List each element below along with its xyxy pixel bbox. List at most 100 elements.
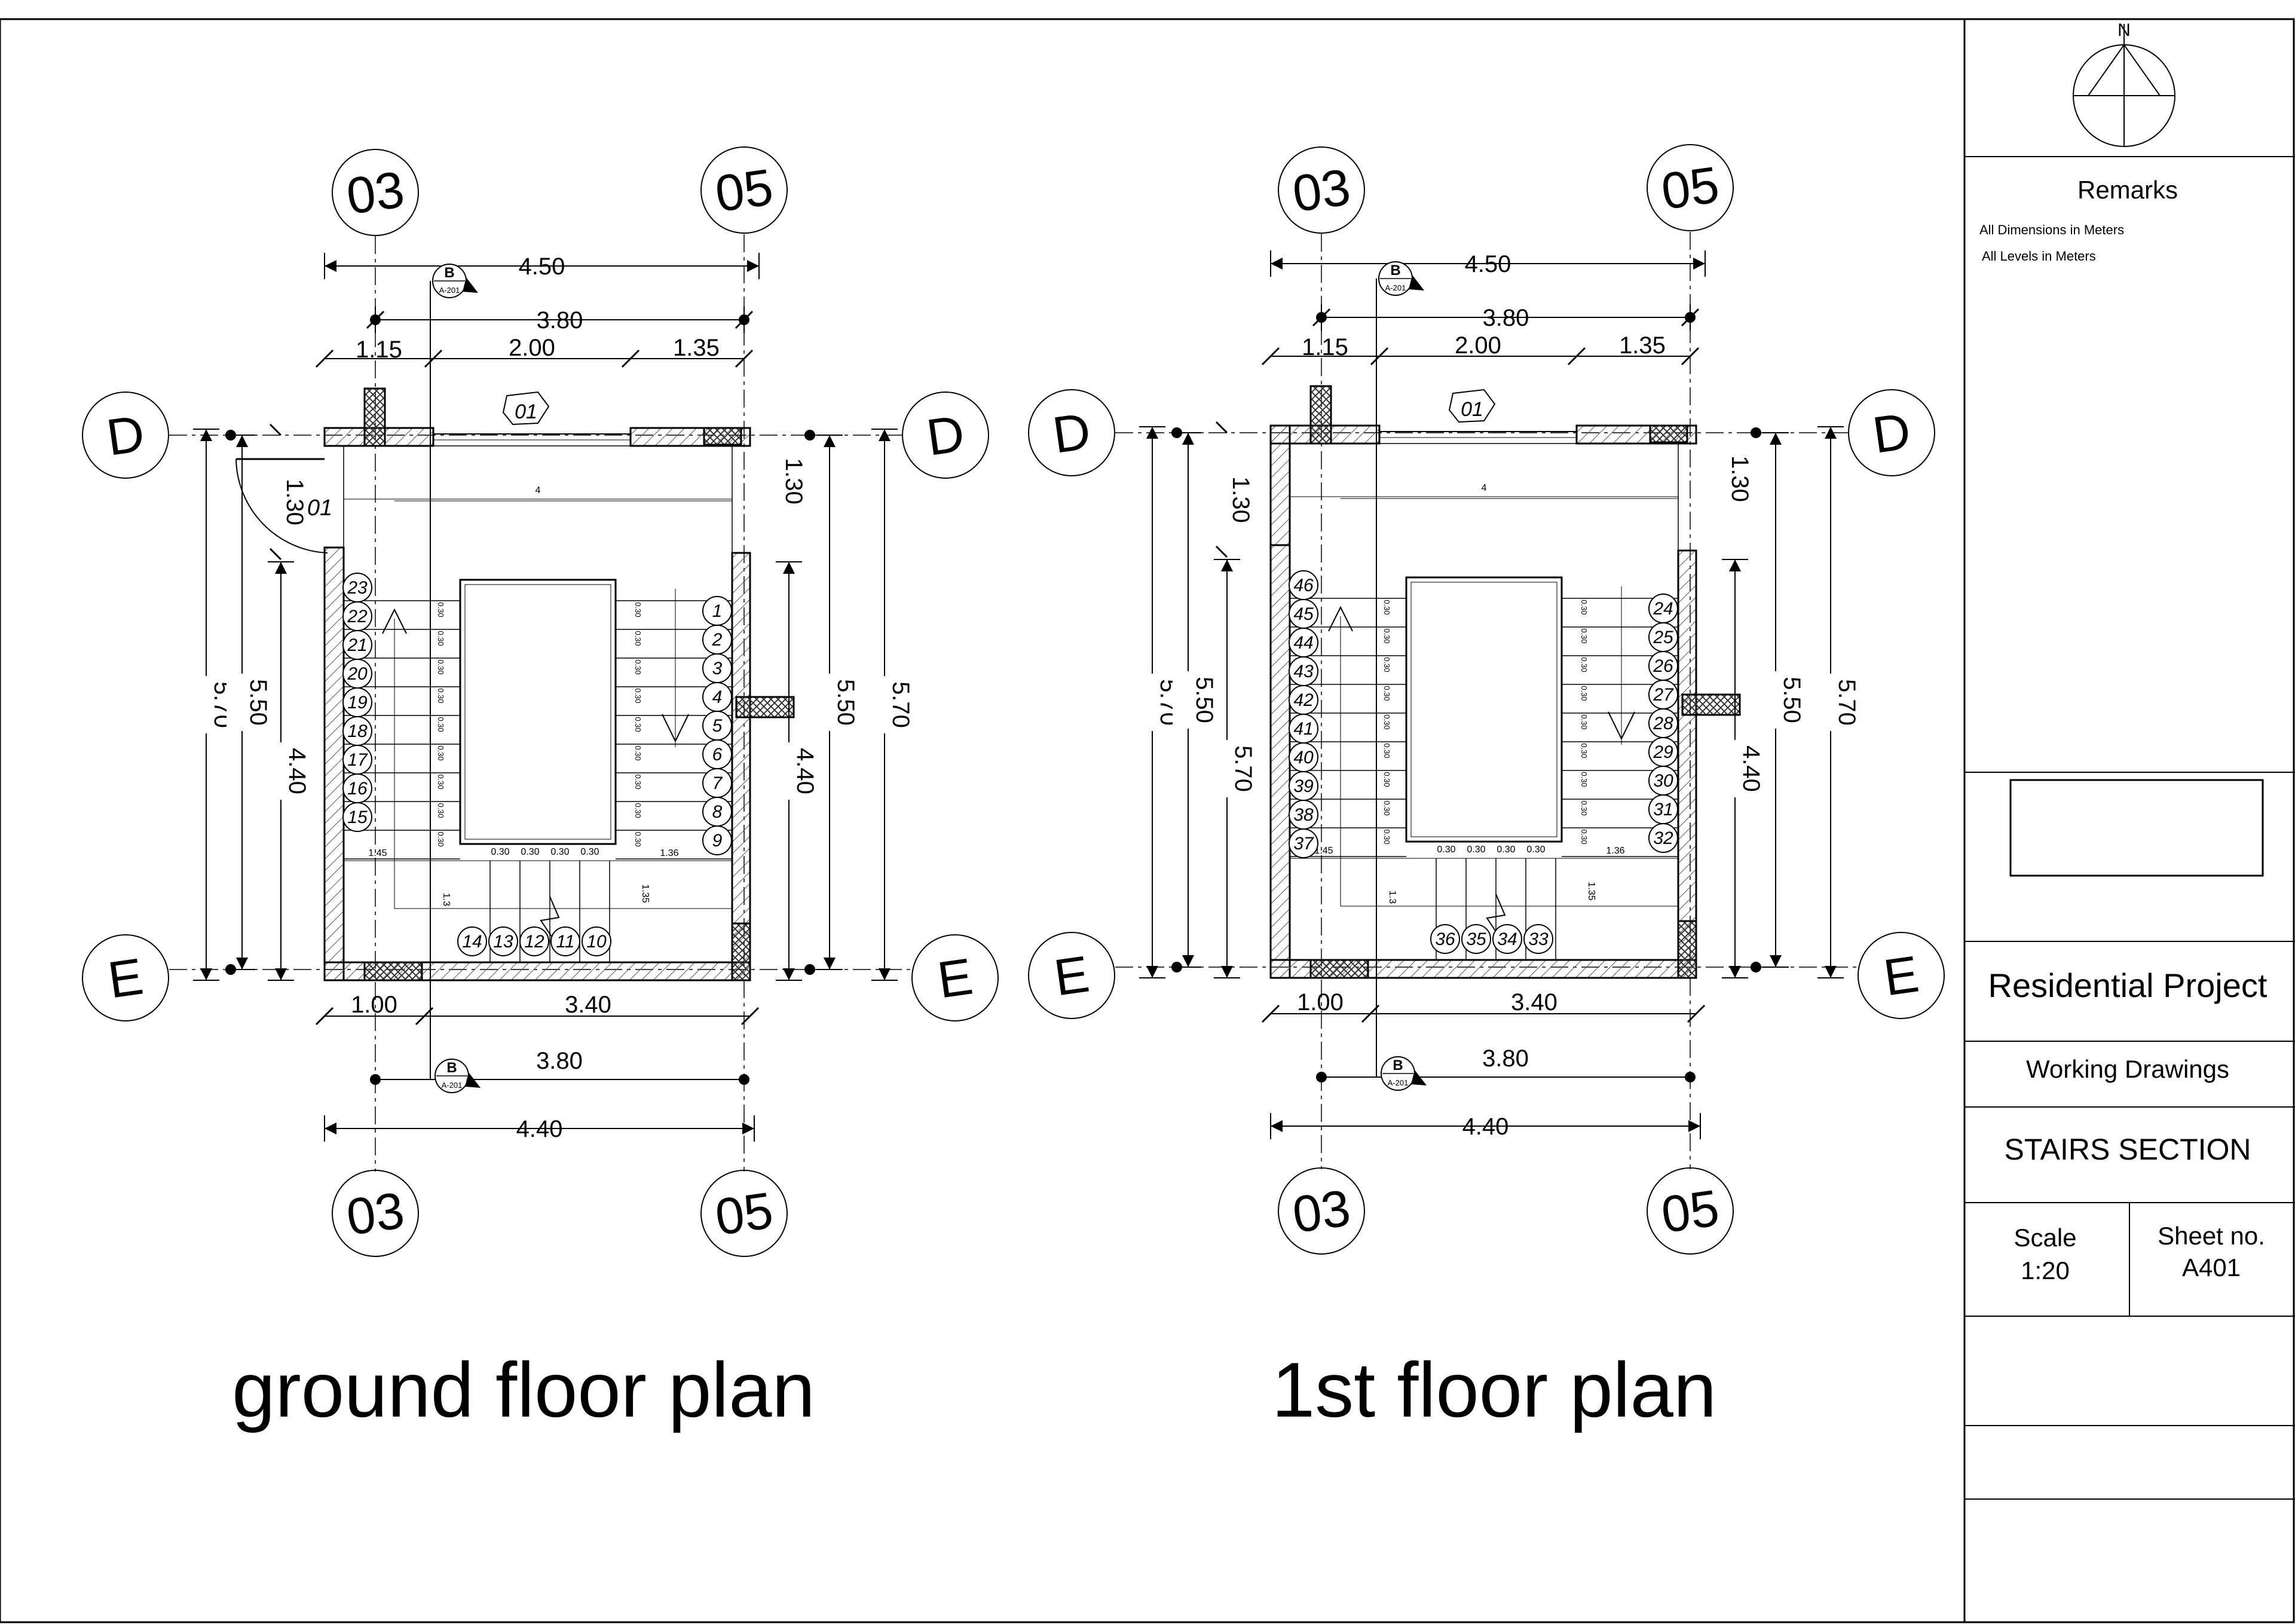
step-right-26-label: 26 — [1653, 656, 1673, 676]
step-right-6-label: 6 — [712, 745, 723, 764]
step-right-29-label: 29 — [1653, 742, 1673, 762]
plan-title-ground: ground floor plan — [232, 1346, 815, 1433]
break-line — [1486, 894, 1506, 937]
column-top-right — [1649, 424, 1688, 444]
north-label: N — [2117, 20, 2131, 40]
window-tag-label: 01 — [515, 400, 537, 423]
step-right-28-label: 28 — [1653, 714, 1673, 733]
wall-left — [323, 546, 345, 981]
column-bottom — [1309, 959, 1369, 979]
column-bottom — [363, 961, 423, 981]
step-left-15-label: 15 — [347, 808, 368, 827]
grid-05-top-label: 05 — [712, 158, 776, 223]
tread-label-left-3: 0.30 — [436, 688, 445, 703]
wall-left — [1269, 544, 1291, 979]
dim-right-inner-gap — [814, 674, 845, 731]
section-marker-top-arrow — [1409, 275, 1424, 290]
dim-top-seg1: 1.15 — [1302, 334, 1348, 360]
dim-left-inner-value: 5.70 — [1230, 745, 1256, 792]
step-right-9-label: 9 — [712, 831, 723, 851]
grid-03-top-label: 03 — [1289, 158, 1354, 223]
column-bottom-right — [731, 922, 751, 981]
step-left-39-label: 39 — [1293, 776, 1314, 796]
logo-box — [2009, 779, 2264, 877]
step-left-44-label: 44 — [1293, 633, 1313, 653]
tread-label-left-6: 0.30 — [1382, 772, 1391, 787]
step-left-45-label: 45 — [1293, 604, 1314, 624]
tread-label-right-6: 0.30 — [1580, 772, 1589, 787]
scale-value: 1:20 — [2021, 1256, 2070, 1284]
grid-05-top-circle — [1647, 144, 1734, 231]
grid-e-left-circle — [82, 934, 169, 1022]
tread-label-right-5: 0.30 — [1580, 743, 1589, 758]
dim-left-grid-gap — [1173, 671, 1204, 729]
step-right-7-label: 7 — [712, 773, 723, 793]
dim-top-overall-value: 4.50 — [1465, 251, 1511, 277]
grid-05-bottom-label: 05 — [1658, 1179, 1722, 1244]
well-dim-label: 4 — [536, 485, 541, 496]
drawing-stage: Working Drawings — [2026, 1055, 2229, 1083]
grid-03-top-label: 03 — [343, 161, 408, 225]
step-left-18-label: 18 — [347, 721, 368, 741]
sheet-border — [0, 18, 2295, 1623]
step-right-25-label: 25 — [1653, 628, 1673, 647]
dim-bottom-seg2: 3.40 — [1511, 989, 1557, 1016]
dim-door: 1.30 — [1228, 476, 1254, 523]
tread-label-bottom-3: 0.30 — [580, 847, 599, 857]
grid-03-bottom-label: 03 — [1289, 1179, 1354, 1244]
landing-left: 1.45 — [1314, 846, 1333, 856]
dim-bottom-seg2: 3.40 — [565, 992, 611, 1018]
tread-label-left-3: 0.30 — [1382, 686, 1391, 701]
step-left-46-label: 46 — [1293, 576, 1314, 595]
dim-bottom-seg-tick-2 — [1687, 1004, 1706, 1023]
grid-e-right-label: E — [1880, 945, 1922, 1007]
door-tick-b — [269, 548, 282, 561]
section-marker-bottom-sheet: A-201 — [1388, 1078, 1409, 1087]
landing-right: 1.36 — [660, 848, 678, 858]
step-left-16-label: 16 — [347, 779, 368, 799]
break-line — [540, 896, 560, 939]
tread-label-right-7: 0.30 — [634, 803, 642, 818]
project-name: Residential Project — [1988, 967, 2268, 1004]
wall-left-upper — [1269, 424, 1291, 546]
column-top — [363, 387, 386, 447]
section-marker-top-letter: B — [444, 265, 454, 281]
tread-label-right-1: 0.30 — [634, 631, 642, 646]
sheet-label: Sheet no. — [2158, 1222, 2265, 1250]
grid-e-right-circle — [911, 934, 999, 1022]
step-bottom-11-label: 11 — [556, 932, 574, 952]
step-left-19-label: 19 — [347, 693, 368, 712]
interior-outline — [343, 445, 733, 963]
step-right-30-label: 30 — [1653, 771, 1673, 791]
stair-well — [459, 579, 617, 845]
stair-well — [1405, 576, 1563, 843]
grid-dot-5 — [804, 430, 815, 441]
walk-line-left — [394, 619, 732, 909]
section-marker-bottom-arrow — [1411, 1070, 1427, 1085]
section-marker-bottom-letter: B — [1393, 1057, 1403, 1074]
dim-top-seg-tick-3 — [735, 349, 754, 368]
step-right-32-label: 32 — [1653, 828, 1673, 848]
window-tag — [502, 391, 550, 426]
dim-left-inner-gap — [265, 742, 296, 800]
column-top — [1309, 385, 1332, 445]
dim-right-wall-value: 4.40 — [1738, 745, 1764, 792]
scale-label: Scale — [2014, 1224, 2076, 1252]
well-dim-label: 4 — [1482, 483, 1487, 493]
arrow-down — [662, 714, 689, 743]
door-tick-a — [269, 423, 282, 436]
step-bottom-12-circle — [519, 926, 549, 956]
tread-label-left-2: 0.30 — [1382, 657, 1391, 672]
step-left-43-label: 43 — [1293, 662, 1314, 681]
tread-label-left-0: 0.30 — [436, 602, 445, 617]
dim-top-grid-value: 3.80 — [1483, 305, 1529, 331]
grid-d-right-label: D — [1869, 402, 1914, 464]
dim-left-grid-value: 5.50 — [1191, 677, 1217, 723]
dim-top-seg3: 1.35 — [673, 335, 720, 361]
step-bottom-35-circle — [1461, 924, 1491, 954]
tread-label-bottom-2: 0.30 — [550, 847, 569, 857]
landing-right: 1.36 — [1606, 846, 1624, 856]
tread-label-bottom-0: 0.30 — [491, 847, 509, 857]
dim-top-seg-tick-3 — [1681, 347, 1700, 366]
